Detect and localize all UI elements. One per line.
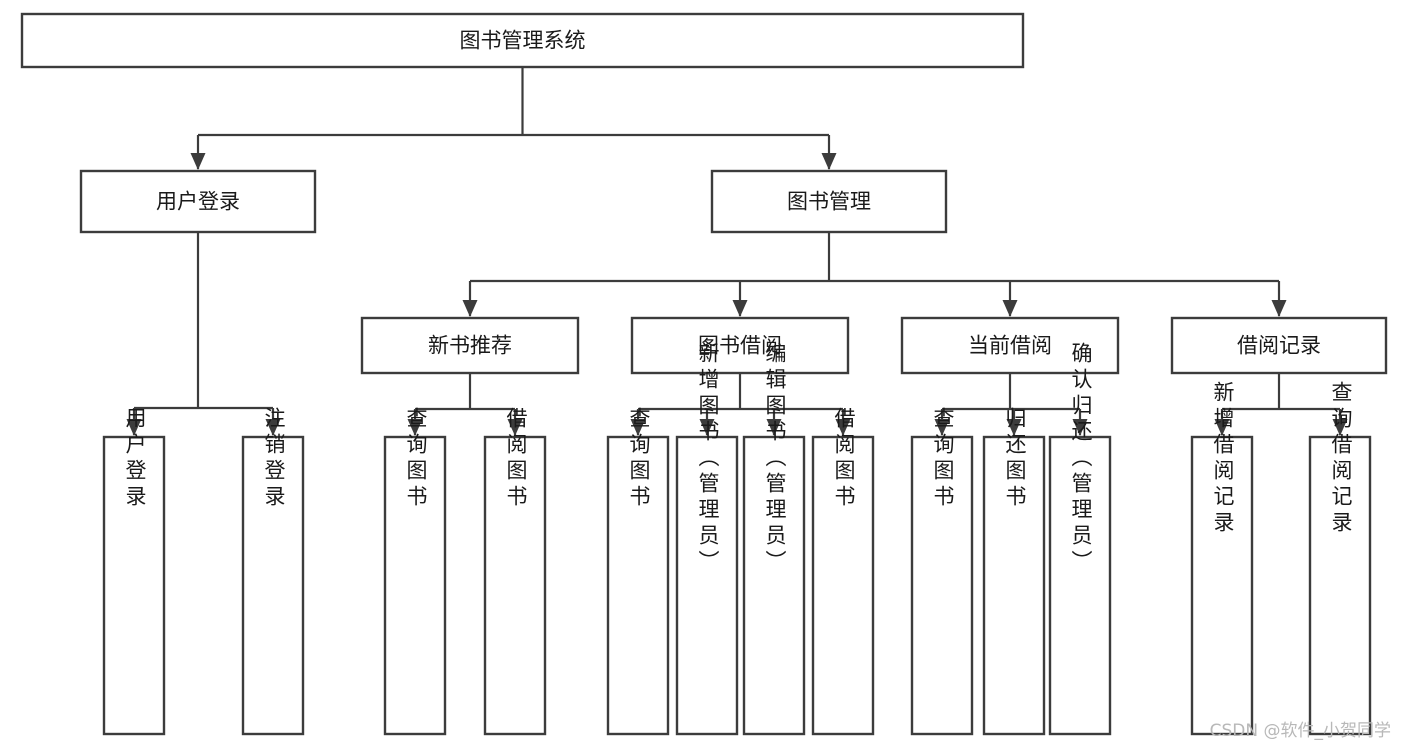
node-layer: 图书管理系统用户登录图书管理新书推荐图书借阅当前借阅借阅记录用户登录注销登录查询… (20, 12, 1388, 736)
arrow-head-icon (766, 419, 782, 436)
node-leaf-query-book-rec[interactable]: 查询图书 (383, 407, 447, 736)
arrow-head-icon (732, 300, 748, 317)
node-label-leaf-query-borrow-record: 查询借阅记录 (1329, 381, 1353, 537)
arrow-head-icon (1214, 419, 1230, 436)
node-leaf-return-book[interactable]: 归还图书 (982, 407, 1046, 736)
node-user-login[interactable]: 用户登录 (79, 169, 317, 234)
node-box-user-login[interactable] (79, 169, 317, 234)
arrow-head-icon (1332, 419, 1348, 436)
node-label-leaf-confirm-return: 确认归还（管理员） (1069, 342, 1093, 576)
arrow-head-icon (1002, 300, 1018, 317)
arrow-head-icon (407, 419, 423, 436)
node-new-book-recommend[interactable]: 新书推荐 (360, 316, 580, 375)
node-book-borrow[interactable]: 图书借阅 (630, 316, 850, 375)
node-box-leaf-confirm-return[interactable] (1048, 435, 1112, 736)
node-leaf-query-book-cur[interactable]: 查询图书 (910, 407, 974, 736)
arrow-head-icon (699, 419, 715, 436)
node-leaf-borrow-book[interactable]: 借阅图书 (811, 407, 875, 736)
node-label-leaf-borrow-book-rec: 借阅图书 (504, 407, 528, 511)
node-label-leaf-return-book: 归还图书 (1003, 407, 1027, 511)
arrow-head-icon (462, 300, 478, 317)
node-label-borrow-record: 借阅记录 (1237, 334, 1321, 358)
node-box-current-borrow[interactable] (900, 316, 1120, 375)
node-borrow-record[interactable]: 借阅记录 (1170, 316, 1388, 375)
node-box-leaf-add-book[interactable] (675, 435, 739, 736)
node-label-root: 图书管理系统 (460, 29, 586, 53)
node-label-leaf-add-book: 新增图书（管理员） (696, 342, 720, 576)
node-label-leaf-edit-book: 编辑图书（管理员） (763, 342, 787, 576)
node-box-leaf-borrow-book-rec[interactable] (483, 435, 547, 736)
node-leaf-confirm-return[interactable]: 确认归还（管理员） (1048, 342, 1112, 736)
node-root[interactable]: 图书管理系统 (20, 12, 1025, 69)
node-box-leaf-edit-book[interactable] (742, 435, 806, 736)
node-current-borrow[interactable]: 当前借阅 (900, 316, 1120, 375)
node-box-borrow-record[interactable] (1170, 316, 1388, 375)
node-box-leaf-query-book-borrow[interactable] (606, 435, 670, 736)
node-box-leaf-query-borrow-record[interactable] (1308, 435, 1372, 736)
arrow-head-icon (821, 153, 837, 170)
arrow-head-icon (1006, 419, 1022, 436)
node-label-leaf-borrow-book: 借阅图书 (832, 407, 856, 511)
arrow-head-icon (265, 419, 281, 436)
node-label-user-login: 用户登录 (156, 190, 240, 214)
node-label-leaf-query-book-cur: 查询图书 (931, 407, 955, 511)
node-box-leaf-return-book[interactable] (982, 435, 1046, 736)
node-box-new-book-recommend[interactable] (360, 316, 580, 375)
node-leaf-add-book[interactable]: 新增图书（管理员） (675, 342, 739, 736)
node-leaf-query-borrow-record[interactable]: 查询借阅记录 (1308, 381, 1372, 736)
node-leaf-add-borrow-record[interactable]: 新增借阅记录 (1190, 381, 1254, 736)
node-label-book-management: 图书管理 (787, 190, 871, 214)
arrow-head-icon (1072, 419, 1088, 436)
node-label-leaf-query-book-rec: 查询图书 (404, 407, 428, 511)
node-box-book-management[interactable] (710, 169, 948, 234)
node-book-management[interactable]: 图书管理 (710, 169, 948, 234)
arrow-head-icon (1271, 300, 1287, 317)
node-label-leaf-logout-login: 注销登录 (262, 407, 286, 511)
node-box-book-borrow[interactable] (630, 316, 850, 375)
node-box-leaf-query-book-rec[interactable] (383, 435, 447, 736)
arrow-head-icon (934, 419, 950, 436)
arrow-head-icon (126, 419, 142, 436)
connector-layer (126, 67, 1348, 436)
arrow-head-icon (190, 153, 206, 170)
arrow-head-icon (507, 419, 523, 436)
node-label-current-borrow: 当前借阅 (968, 334, 1052, 358)
node-label-new-book-recommend: 新书推荐 (428, 334, 512, 358)
node-leaf-user-login[interactable]: 用户登录 (102, 407, 166, 736)
node-label-leaf-user-login: 用户登录 (123, 407, 147, 511)
node-label-leaf-add-borrow-record: 新增借阅记录 (1211, 381, 1235, 537)
node-box-leaf-logout-login[interactable] (241, 435, 305, 736)
arrow-head-icon (835, 419, 851, 436)
node-leaf-borrow-book-rec[interactable]: 借阅图书 (483, 407, 547, 736)
node-label-book-borrow: 图书借阅 (698, 334, 782, 358)
node-leaf-logout-login[interactable]: 注销登录 (241, 407, 305, 736)
node-leaf-edit-book[interactable]: 编辑图书（管理员） (742, 342, 806, 736)
node-label-leaf-query-book-borrow: 查询图书 (627, 407, 651, 511)
node-box-leaf-add-borrow-record[interactable] (1190, 435, 1254, 736)
node-box-leaf-borrow-book[interactable] (811, 435, 875, 736)
node-box-leaf-user-login[interactable] (102, 435, 166, 736)
arrow-head-icon (630, 419, 646, 436)
node-box-root[interactable] (20, 12, 1025, 69)
node-leaf-query-book-borrow[interactable]: 查询图书 (606, 407, 670, 736)
node-box-leaf-query-book-cur[interactable] (910, 435, 974, 736)
